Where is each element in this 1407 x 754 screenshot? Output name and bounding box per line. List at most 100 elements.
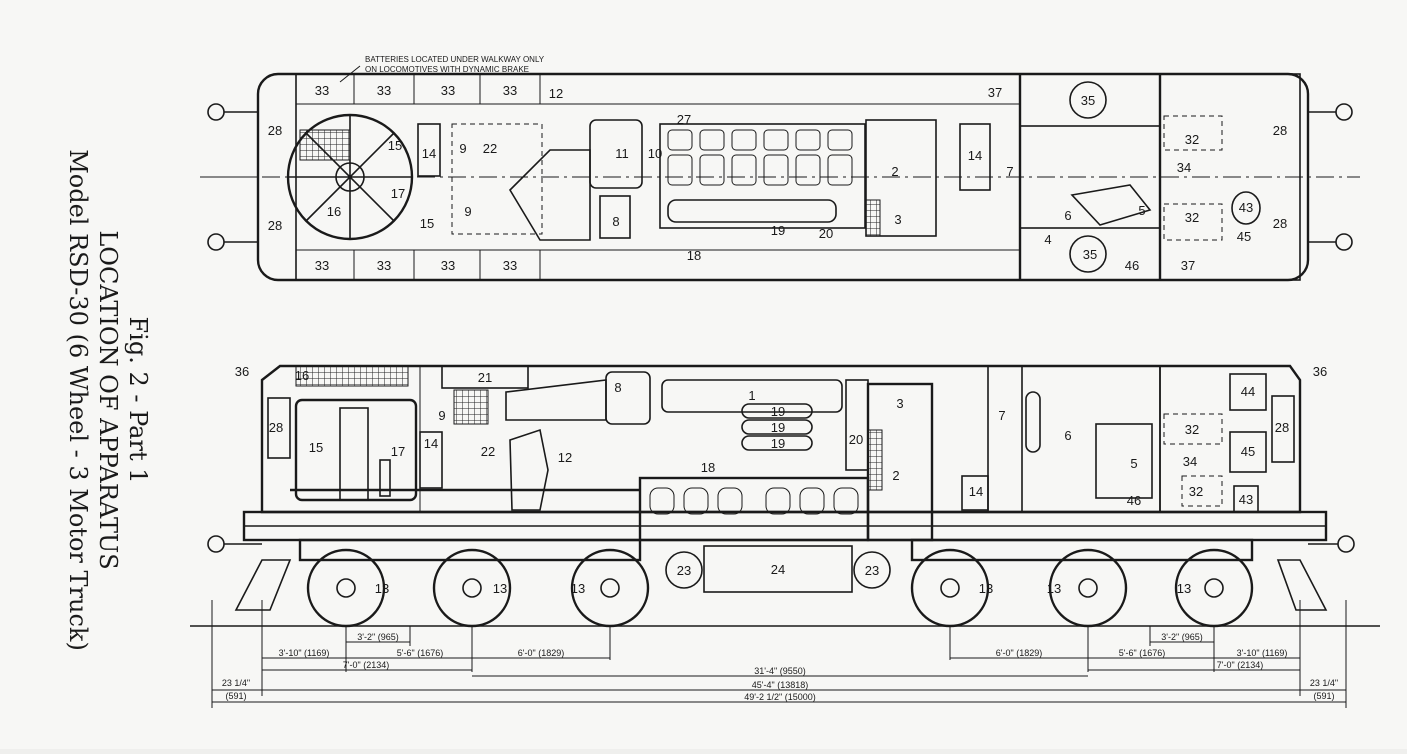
side-label-18: 18 xyxy=(701,460,715,475)
plan-label-5: 5 xyxy=(1138,203,1145,218)
caption-line3: Model RSD-30 (6 Wheel - 3 Motor Truck) xyxy=(64,149,92,651)
dim-23-right: 23 1/4" xyxy=(1310,678,1338,688)
dim-3-2-right: 3'-2" (965) xyxy=(1161,632,1202,642)
plan-label-33f: 33 xyxy=(377,258,391,273)
dim-5-6-right: 5'-6" (1676) xyxy=(1119,648,1165,658)
dim-591-right: (591) xyxy=(1313,691,1334,701)
plan-label-33g: 33 xyxy=(441,258,455,273)
plan-label-28b: 28 xyxy=(268,218,282,233)
dim-31-4: 31'-4" (9550) xyxy=(754,666,805,676)
plan-label-32a: 32 xyxy=(1185,132,1199,147)
plan-engine xyxy=(659,123,866,229)
side-label-24: 24 xyxy=(771,562,785,577)
plan-label-28a: 28 xyxy=(268,123,282,138)
dim-7-0-right: 7'-0" (2134) xyxy=(1217,660,1263,670)
plan-label-46: 46 xyxy=(1125,258,1139,273)
plan-label-18: 18 xyxy=(687,248,701,263)
side-label-28a: 28 xyxy=(269,420,283,435)
caption-line1: Fig. 2 - Part 1 xyxy=(124,317,152,484)
plan-label-14b: 14 xyxy=(968,148,982,163)
plan-label-32b: 32 xyxy=(1185,210,1199,225)
plan-label-37b: 37 xyxy=(1181,258,1195,273)
plan-label-19: 19 xyxy=(771,223,785,238)
side-label-6: 6 xyxy=(1064,428,1071,443)
side-label-46: 46 xyxy=(1127,493,1141,508)
side-label-8: 8 xyxy=(614,380,621,395)
side-truck-front: 13 13 13 xyxy=(298,538,650,628)
plan-label-11: 11 xyxy=(615,146,629,161)
side-label-15: 15 xyxy=(309,440,323,455)
plan-label-8: 8 xyxy=(612,214,619,229)
dim-3-2-left: 3'-2" (965) xyxy=(357,632,398,642)
side-label-36a: 36 xyxy=(235,364,249,379)
side-label-3: 3 xyxy=(896,396,903,411)
side-label-14a: 14 xyxy=(424,436,438,451)
plan-label-14a: 14 xyxy=(422,146,436,161)
plan-label-16: 16 xyxy=(327,204,341,219)
side-truck-rear: 13 13 13 xyxy=(910,538,1254,628)
side-label-20: 20 xyxy=(849,432,863,447)
side-coupler-left xyxy=(207,535,292,611)
side-view: 36 36 16 28 15 17 14 21 9 22 12 8 1 19 1… xyxy=(190,364,1380,628)
side-label-2: 2 xyxy=(892,468,899,483)
side-label-19b: 19 xyxy=(771,420,785,435)
plan-label-17: 17 xyxy=(391,186,405,201)
side-label-13e: 13 xyxy=(1047,581,1061,596)
plan-label-7: 7 xyxy=(1006,164,1013,179)
plan-label-10: 10 xyxy=(648,146,662,161)
plan-label-35b: 35 xyxy=(1083,247,1097,262)
plan-label-12: 12 xyxy=(549,86,563,101)
plan-label-45: 45 xyxy=(1237,229,1251,244)
plan-label-43: 43 xyxy=(1239,200,1253,215)
side-label-12: 12 xyxy=(558,450,572,465)
side-label-45: 45 xyxy=(1241,444,1255,459)
plan-label-37a: 37 xyxy=(988,85,1002,100)
caption-line2: LOCATION OF APPARATUS xyxy=(94,230,122,569)
plan-label-3: 3 xyxy=(894,212,901,227)
side-label-7: 7 xyxy=(998,408,1005,423)
dim-6-0-right: 6'-0" (1829) xyxy=(996,648,1042,658)
battery-note-line1: BATTERIES LOCATED UNDER WALKWAY ONLY xyxy=(365,55,545,64)
side-label-43: 43 xyxy=(1239,492,1253,507)
plan-radiator-fan: 16 15 17 xyxy=(286,113,414,241)
plan-label-33d: 33 xyxy=(503,83,517,98)
side-label-28b: 28 xyxy=(1275,420,1289,435)
side-label-23a: 23 xyxy=(677,563,691,578)
side-label-5: 5 xyxy=(1130,456,1137,471)
side-label-32a: 32 xyxy=(1185,422,1199,437)
side-label-13f: 13 xyxy=(1177,581,1191,596)
side-engine-block xyxy=(638,476,870,542)
side-label-13c: 13 xyxy=(571,581,585,596)
side-label-22: 22 xyxy=(481,444,495,459)
plan-label-15b: 15 xyxy=(420,216,434,231)
side-label-19a: 19 xyxy=(771,404,785,419)
plan-label-9a: 9 xyxy=(459,141,466,156)
side-label-14b: 14 xyxy=(969,484,983,499)
side-label-13a: 13 xyxy=(375,581,389,596)
side-label-13b: 13 xyxy=(493,581,507,596)
battery-note-line2: ON LOCOMOTIVES WITH DYNAMIC BRAKE xyxy=(365,65,529,74)
side-fuel-tank xyxy=(703,545,853,593)
plan-label-20: 20 xyxy=(819,226,833,241)
side-label-13d: 13 xyxy=(979,581,993,596)
side-label-1: 1 xyxy=(748,388,755,403)
plan-coupler-left xyxy=(200,103,258,251)
figure-caption: Fig. 2 - Part 1 LOCATION OF APPARATUS Mo… xyxy=(64,149,152,651)
side-label-17: 17 xyxy=(391,444,405,459)
plan-label-33h: 33 xyxy=(503,258,517,273)
plan-label-33a: 33 xyxy=(315,83,329,98)
plan-label-34: 34 xyxy=(1177,160,1191,175)
plan-label-15a: 15 xyxy=(388,138,402,153)
dimension-lines: 3'-2" (965) 3'-2" (965) 3'-10" (1169) 5'… xyxy=(211,600,1347,708)
plan-label-28c: 28 xyxy=(1273,123,1287,138)
plan-label-2: 2 xyxy=(891,164,898,179)
side-label-36b: 36 xyxy=(1313,364,1327,379)
plan-label-4: 4 xyxy=(1044,232,1051,247)
dim-6-0-left: 6'-0" (1829) xyxy=(518,648,564,658)
plan-label-6: 6 xyxy=(1064,208,1071,223)
dim-3-10-left: 3'-10" (1169) xyxy=(279,648,330,658)
side-label-19c: 19 xyxy=(771,436,785,451)
side-coupler-right xyxy=(1276,535,1355,611)
